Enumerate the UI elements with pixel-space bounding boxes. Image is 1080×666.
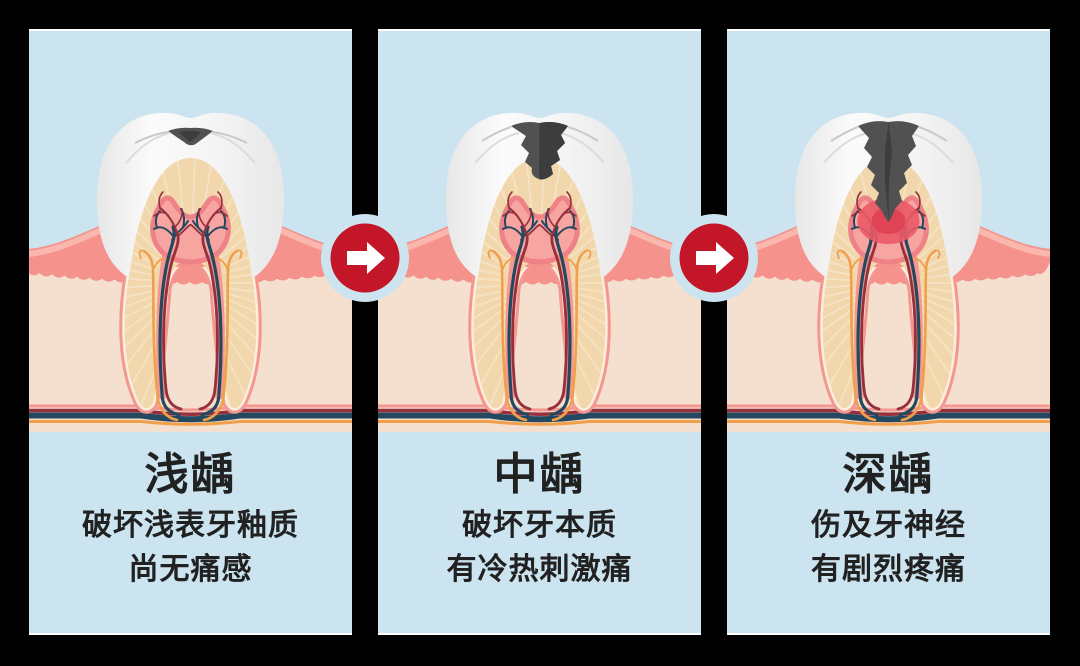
tooth-illustration (29, 31, 352, 436)
stage-panel-moderate-caries: 中龋 破坏牙本质 有冷热刺激痛 (378, 29, 701, 635)
stage-title: 中龋 (493, 450, 586, 499)
arrow-glyph (347, 242, 385, 274)
stage-title: 深龋 (842, 450, 935, 499)
stage-description-line: 尚无痛感 (128, 553, 253, 586)
enamel (795, 112, 982, 278)
stage-panel-shallow-caries: 浅龋 破坏浅表牙釉质 尚无痛感 (29, 29, 352, 635)
enamel (97, 112, 284, 278)
blood-vessels-nerves (487, 191, 592, 422)
stage-title: 浅龋 (144, 450, 237, 499)
stage-description-line: 有冷热刺激痛 (446, 553, 633, 586)
jaw-bone (29, 259, 352, 432)
enamel (446, 112, 633, 278)
jaw-bone (727, 259, 1050, 432)
arrow-right-icon (670, 214, 758, 302)
tooth-illustration (727, 31, 1050, 436)
stage-description-line: 破坏浅表牙釉质 (82, 509, 299, 542)
jaw-bone (378, 259, 701, 432)
arrow-right-icon (321, 214, 409, 302)
blood-vessels-nerves (138, 191, 243, 422)
tooth-cross-section (97, 112, 284, 422)
stage-panel-deep-caries: 深龋 伤及牙神经 有剧烈疼痛 (727, 29, 1050, 635)
tooth-cross-section (446, 112, 633, 422)
arrow-glyph (696, 242, 734, 274)
stage-description-line: 破坏牙本质 (462, 509, 617, 542)
stage-description-line: 有剧烈疼痛 (811, 553, 966, 586)
stage-description-line: 伤及牙神经 (811, 509, 966, 542)
tooth-illustration (378, 31, 701, 436)
